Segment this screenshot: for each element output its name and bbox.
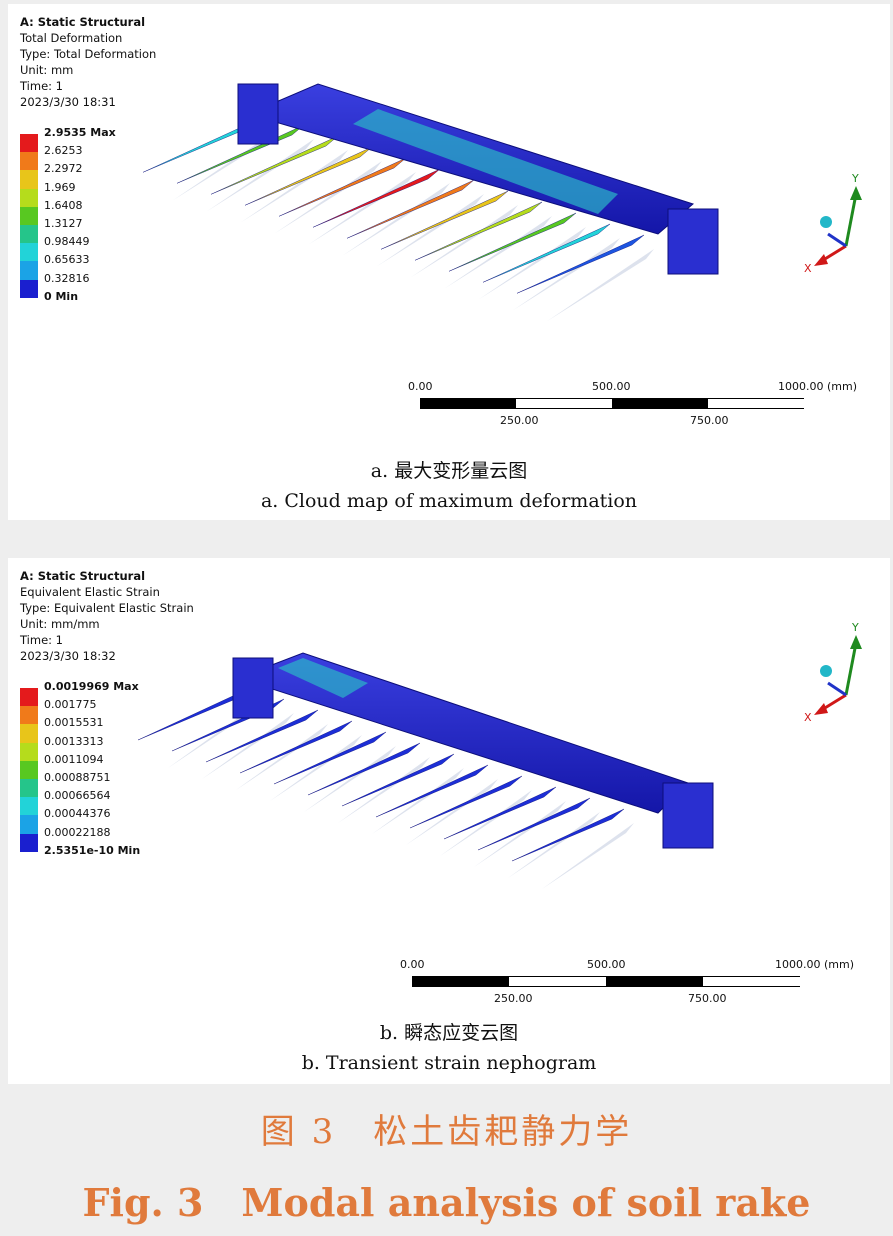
legend-swatch xyxy=(20,688,38,707)
panel-a-caption-en: a. Cloud map of maximum deformation xyxy=(260,490,638,512)
legend-label: 1.969 xyxy=(44,180,76,194)
rake-strain-model xyxy=(137,652,714,889)
info-line: Equivalent Elastic Strain xyxy=(20,585,160,599)
panel-b-caption-en: b. Transient strain nephogram xyxy=(301,1052,597,1074)
scale-label: 250.00 xyxy=(494,992,533,1005)
info-line: Unit: mm xyxy=(20,63,74,77)
panel-a-caption-zh: a. 最大变形量云图 xyxy=(370,460,528,482)
legend-label: 0.0015531 xyxy=(44,716,104,730)
info-line: A: Static Structural xyxy=(20,15,146,29)
scale-label: 0.00 xyxy=(400,958,425,971)
scale-label: 1000.00 (mm) xyxy=(775,958,854,971)
legend-label: 0.0013313 xyxy=(44,734,104,748)
legend-swatch xyxy=(20,279,38,298)
panel-b-info: A: Static Structural Equivalent Elastic … xyxy=(20,568,194,664)
figure-title-zh: 图 3 松土齿耙静力学 xyxy=(260,1112,633,1152)
info-line: 2023/3/30 18:31 xyxy=(20,95,116,109)
legend-label: 1.6408 xyxy=(44,198,83,212)
legend-swatch xyxy=(20,742,38,761)
legend-label: 0.32816 xyxy=(44,271,90,285)
legend-label: 2.6253 xyxy=(44,144,83,158)
triad-x-label: X xyxy=(804,711,812,723)
panel-b-scale-bar: 0.00 500.00 1000.00 (mm) 250.00 750.00 xyxy=(400,958,875,1008)
legend-swatch xyxy=(20,797,38,816)
panel-a-scale-bar: 0.00 500.00 1000.00 (mm) 250.00 750.00 xyxy=(408,380,878,430)
legend-label: 0.0011094 xyxy=(44,752,104,766)
legend-label: 0.98449 xyxy=(44,235,90,249)
info-line: Time: 1 xyxy=(20,633,63,647)
axis-triad-icon: Y X xyxy=(804,621,862,723)
legend-swatch xyxy=(20,243,38,262)
legend-label: 0.65633 xyxy=(44,253,90,267)
scale-label: 1000.00 (mm) xyxy=(778,380,857,393)
legend-label: 2.5351e-10 Min xyxy=(44,844,141,857)
scale-label: 500.00 xyxy=(592,380,631,393)
legend-label: 2.2972 xyxy=(44,162,83,176)
legend-swatch xyxy=(20,188,38,207)
legend-label: 0.00022188 xyxy=(44,825,111,839)
triad-y-label: Y xyxy=(851,621,859,634)
figure-title-en: Fig. 3 Modal analysis of soil rake xyxy=(82,1180,811,1225)
axis-triad-icon: Y X xyxy=(804,172,862,274)
legend-label: 1.3127 xyxy=(44,216,83,230)
legend-label: 2.9535 Max xyxy=(44,126,116,139)
legend-swatch xyxy=(20,261,38,280)
panel-b: A: Static Structural Equivalent Elastic … xyxy=(8,558,890,1084)
info-line: 2023/3/30 18:32 xyxy=(20,649,116,663)
scale-label: 250.00 xyxy=(500,414,539,427)
info-line: Type: Total Deformation xyxy=(20,47,157,61)
legend-swatch xyxy=(20,706,38,725)
legend-swatch xyxy=(20,778,38,798)
triad-y-label: Y xyxy=(851,172,859,185)
legend-swatch xyxy=(20,760,38,779)
legend-label: 0.00044376 xyxy=(44,807,111,821)
triad-x-label: X xyxy=(804,262,812,274)
legend-swatch xyxy=(20,134,38,153)
legend-swatch xyxy=(20,170,38,189)
panel-a-info: A: Static Structural Total Deformation T… xyxy=(20,14,156,110)
legend-label: 0 Min xyxy=(44,290,79,303)
rake-deformation-model xyxy=(142,83,719,322)
legend-label: 0.0019969 Max xyxy=(44,680,139,693)
legend-label: 0.001775 xyxy=(44,698,97,712)
scale-label: 750.00 xyxy=(690,414,729,427)
legend-swatch xyxy=(20,206,38,225)
scale-label: 500.00 xyxy=(587,958,626,971)
info-line: Total Deformation xyxy=(20,31,123,45)
info-line: Time: 1 xyxy=(20,79,63,93)
scale-label: 0.00 xyxy=(408,380,433,393)
legend-swatch xyxy=(20,152,38,171)
panel-b-caption-zh: b. 瞬态应变云图 xyxy=(379,1022,519,1044)
legend-swatch xyxy=(20,724,38,743)
legend-swatch xyxy=(20,224,38,244)
panel-a: A: Static Structural Total Deformation T… xyxy=(8,4,890,520)
legend-swatch xyxy=(20,833,38,852)
scale-label: 750.00 xyxy=(688,992,727,1005)
info-line: Type: Equivalent Elastic Strain xyxy=(20,601,194,615)
legend-label: 0.00066564 xyxy=(44,789,111,803)
info-line: A: Static Structural xyxy=(20,569,146,583)
legend-label: 0.00088751 xyxy=(44,770,111,784)
legend-swatch xyxy=(20,815,38,834)
info-line: Unit: mm/mm xyxy=(20,617,100,631)
